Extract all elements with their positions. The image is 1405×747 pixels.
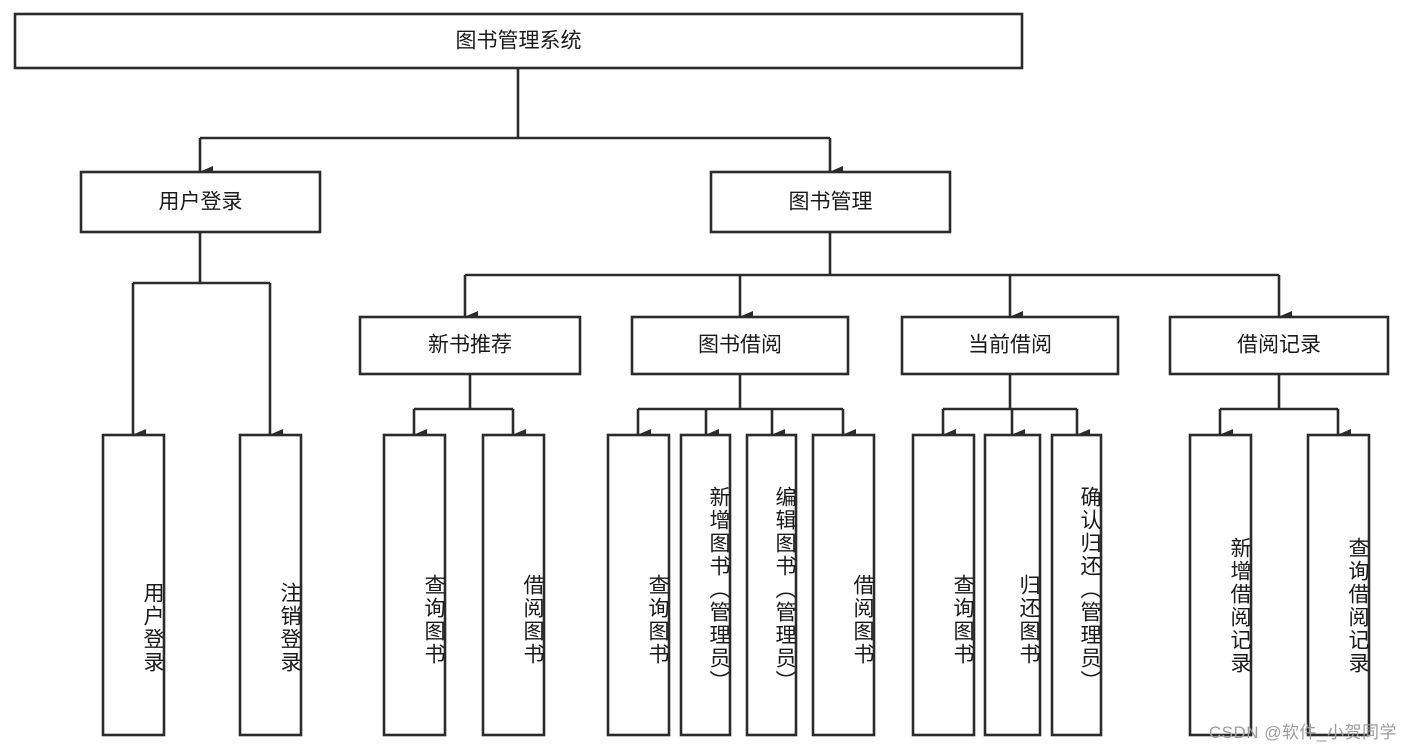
node-leaf-query-book-current[interactable] [911,433,976,737]
node-leaf-borrow-book-rec[interactable] [481,433,546,737]
node-book-borrow-label: 图书借阅 [698,334,782,357]
node-leaf-user-login[interactable] [101,433,166,737]
connector-group [131,68,1351,441]
node-leaf-query-book-rec[interactable] [382,433,447,737]
node-leaf-add-borrow-record[interactable] [1188,433,1253,737]
node-root-label: 图书管理系统 [456,30,582,53]
node-leaf-logout[interactable] [238,433,303,737]
node-leaf-add-book[interactable] [679,433,732,737]
node-user-login[interactable] [79,170,322,234]
node-leaf-query-book-borrow[interactable] [606,433,671,737]
node-box-group: 图书管理系统 用户登录 图书管理 新书推荐 图书借阅 当前借阅 借阅记录 [13,12,1390,737]
node-current-borrow-label: 当前借阅 [968,334,1052,357]
node-borrow-record[interactable] [1168,315,1390,376]
node-book-management-label: 图书管理 [789,191,873,214]
node-root[interactable] [13,12,1024,70]
csdn-watermark: CSDN @软件_小贺同学 [1208,723,1397,742]
node-new-book-recommend-label: 新书推荐 [428,334,512,357]
node-leaf-confirm-return[interactable] [1050,433,1103,737]
node-leaf-return-book[interactable] [983,433,1042,737]
node-leaf-borrow-book[interactable] [811,433,876,737]
node-borrow-record-label: 借阅记录 [1237,334,1321,357]
node-user-login-label: 用户登录 [159,191,243,214]
node-current-borrow[interactable] [900,315,1120,376]
node-book-management[interactable] [709,170,952,234]
node-leaf-edit-book[interactable] [745,433,798,737]
node-book-borrow[interactable] [630,315,850,376]
node-new-book-recommend[interactable] [358,315,582,376]
node-leaf-query-borrow-record[interactable] [1306,433,1371,737]
